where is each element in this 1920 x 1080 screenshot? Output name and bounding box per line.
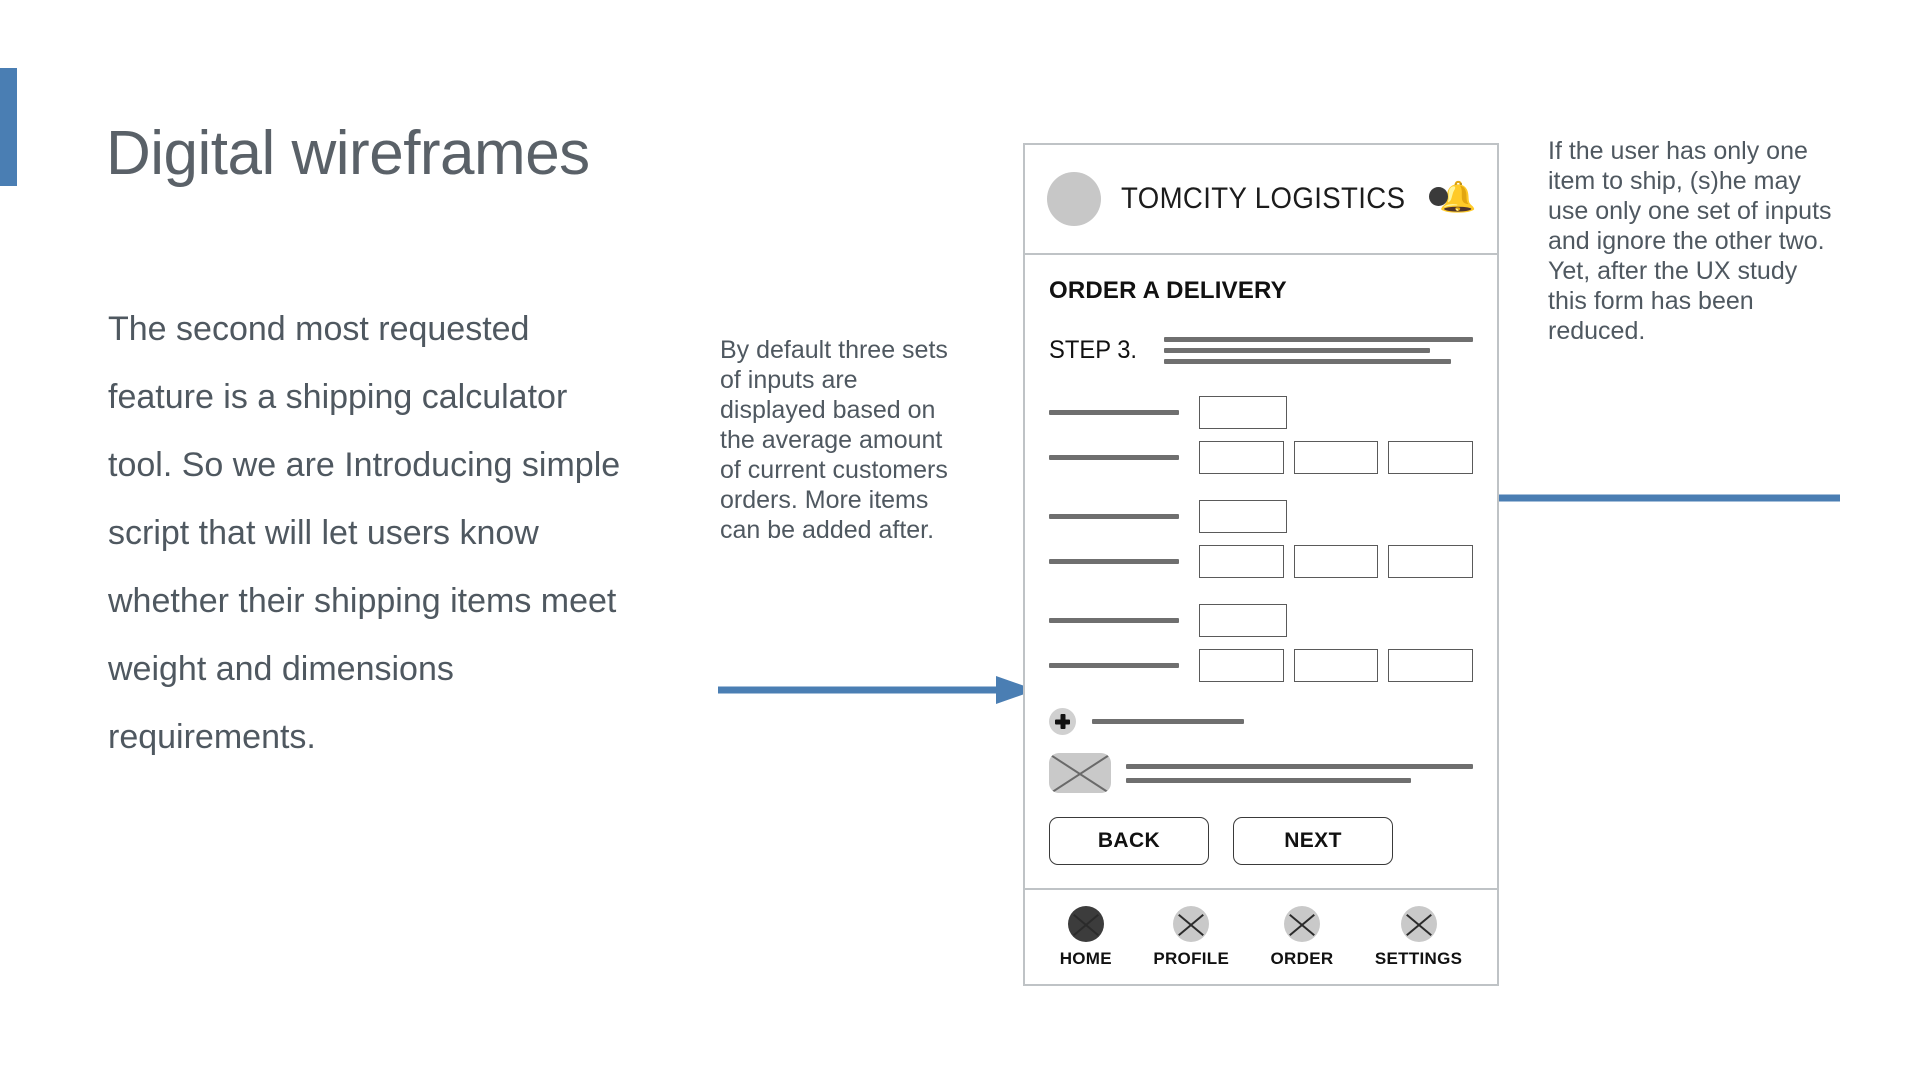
input-field[interactable]: [1293, 649, 1379, 682]
input-field[interactable]: [1388, 441, 1474, 474]
input-group-1: [1049, 396, 1474, 474]
input-row-triple: [1049, 649, 1474, 682]
input-field[interactable]: [1199, 441, 1284, 474]
notification-bell[interactable]: 🔔: [1429, 181, 1476, 221]
input-field[interactable]: [1199, 396, 1287, 429]
add-item-row[interactable]: [1049, 708, 1473, 735]
placeholder-line: [1163, 359, 1452, 364]
phone-header: TOMCITY LOGISTICS 🔔: [1025, 145, 1497, 255]
input-row-single: [1049, 500, 1473, 533]
placeholder-line: [1126, 763, 1473, 769]
body-paragraph: The second most requested feature is a s…: [108, 310, 621, 756]
input-field[interactable]: [1199, 604, 1287, 637]
input-field[interactable]: [1199, 649, 1284, 682]
annotation-right-text: If the user has only one item to ship, (…: [1548, 137, 1832, 345]
step-row: STEP 3.: [1049, 331, 1473, 370]
back-button[interactable]: BACK: [1049, 817, 1209, 865]
next-button[interactable]: NEXT: [1233, 817, 1393, 865]
field-label-placeholder: [1049, 618, 1189, 623]
add-item-label-placeholder: [1092, 719, 1244, 724]
input-field[interactable]: [1199, 500, 1287, 533]
avatar-circle-icon[interactable]: [1047, 172, 1101, 226]
nav-item-settings[interactable]: SETTINGS: [1374, 905, 1463, 969]
nav-item-order[interactable]: ORDER: [1270, 905, 1334, 969]
brand-name: TOMCITY LOGISTICS: [1121, 182, 1406, 215]
annotation-left-text: By default three sets of inputs are disp…: [720, 336, 948, 544]
accent-bar: [0, 68, 17, 186]
home-x-circle-icon: [1067, 905, 1104, 942]
settings-x-circle-icon: [1400, 905, 1437, 942]
phone-body: ORDER A DELIVERY STEP 3.: [1025, 255, 1497, 888]
input-row-single: [1049, 396, 1473, 429]
placeholder-line: [1163, 348, 1430, 353]
input-field[interactable]: [1199, 545, 1284, 578]
field-label-placeholder: [1049, 663, 1189, 668]
notification-dot-icon: [1429, 187, 1448, 206]
input-group-2: [1049, 500, 1474, 578]
nav-label: SETTINGS: [1374, 948, 1463, 968]
bottom-navigation-bar: HOME PROFILE ORDER SETTINGS: [1025, 888, 1497, 984]
media-row: [1049, 753, 1473, 793]
field-label-placeholder: [1049, 514, 1189, 519]
input-field[interactable]: [1388, 649, 1474, 682]
step-description-placeholder: [1163, 331, 1473, 370]
order-x-circle-icon: [1283, 905, 1320, 942]
placeholder-line: [1163, 337, 1473, 342]
nav-label: ORDER: [1270, 948, 1334, 968]
plus-circle-icon[interactable]: [1049, 708, 1076, 735]
form-button-row: BACK NEXT: [1049, 817, 1473, 865]
input-row-single: [1049, 604, 1473, 637]
media-text-placeholder: [1126, 755, 1473, 792]
nav-label: HOME: [1059, 948, 1112, 968]
field-label-placeholder: [1049, 559, 1189, 564]
nav-item-profile[interactable]: PROFILE: [1153, 905, 1230, 969]
input-row-triple: [1049, 545, 1474, 578]
arrow-pointing-to-add-item: [718, 670, 1038, 710]
input-field[interactable]: [1293, 441, 1379, 474]
input-field[interactable]: [1293, 545, 1379, 578]
image-placeholder-icon: [1049, 753, 1111, 793]
input-field[interactable]: [1388, 545, 1474, 578]
input-row-triple: [1049, 441, 1474, 474]
phone-wireframe: TOMCITY LOGISTICS 🔔 ORDER A DELIVERY STE…: [1023, 143, 1499, 986]
page-title: Digital wireframes: [106, 119, 590, 188]
field-label-placeholder: [1049, 410, 1189, 415]
placeholder-line: [1126, 777, 1411, 783]
nav-label: PROFILE: [1153, 948, 1230, 968]
field-label-placeholder: [1049, 455, 1189, 460]
form-heading: ORDER A DELIVERY: [1049, 277, 1287, 304]
input-group-3: [1049, 604, 1474, 682]
profile-x-circle-icon: [1173, 905, 1210, 942]
nav-item-home[interactable]: HOME: [1059, 905, 1112, 969]
step-label: STEP 3.: [1049, 336, 1138, 364]
